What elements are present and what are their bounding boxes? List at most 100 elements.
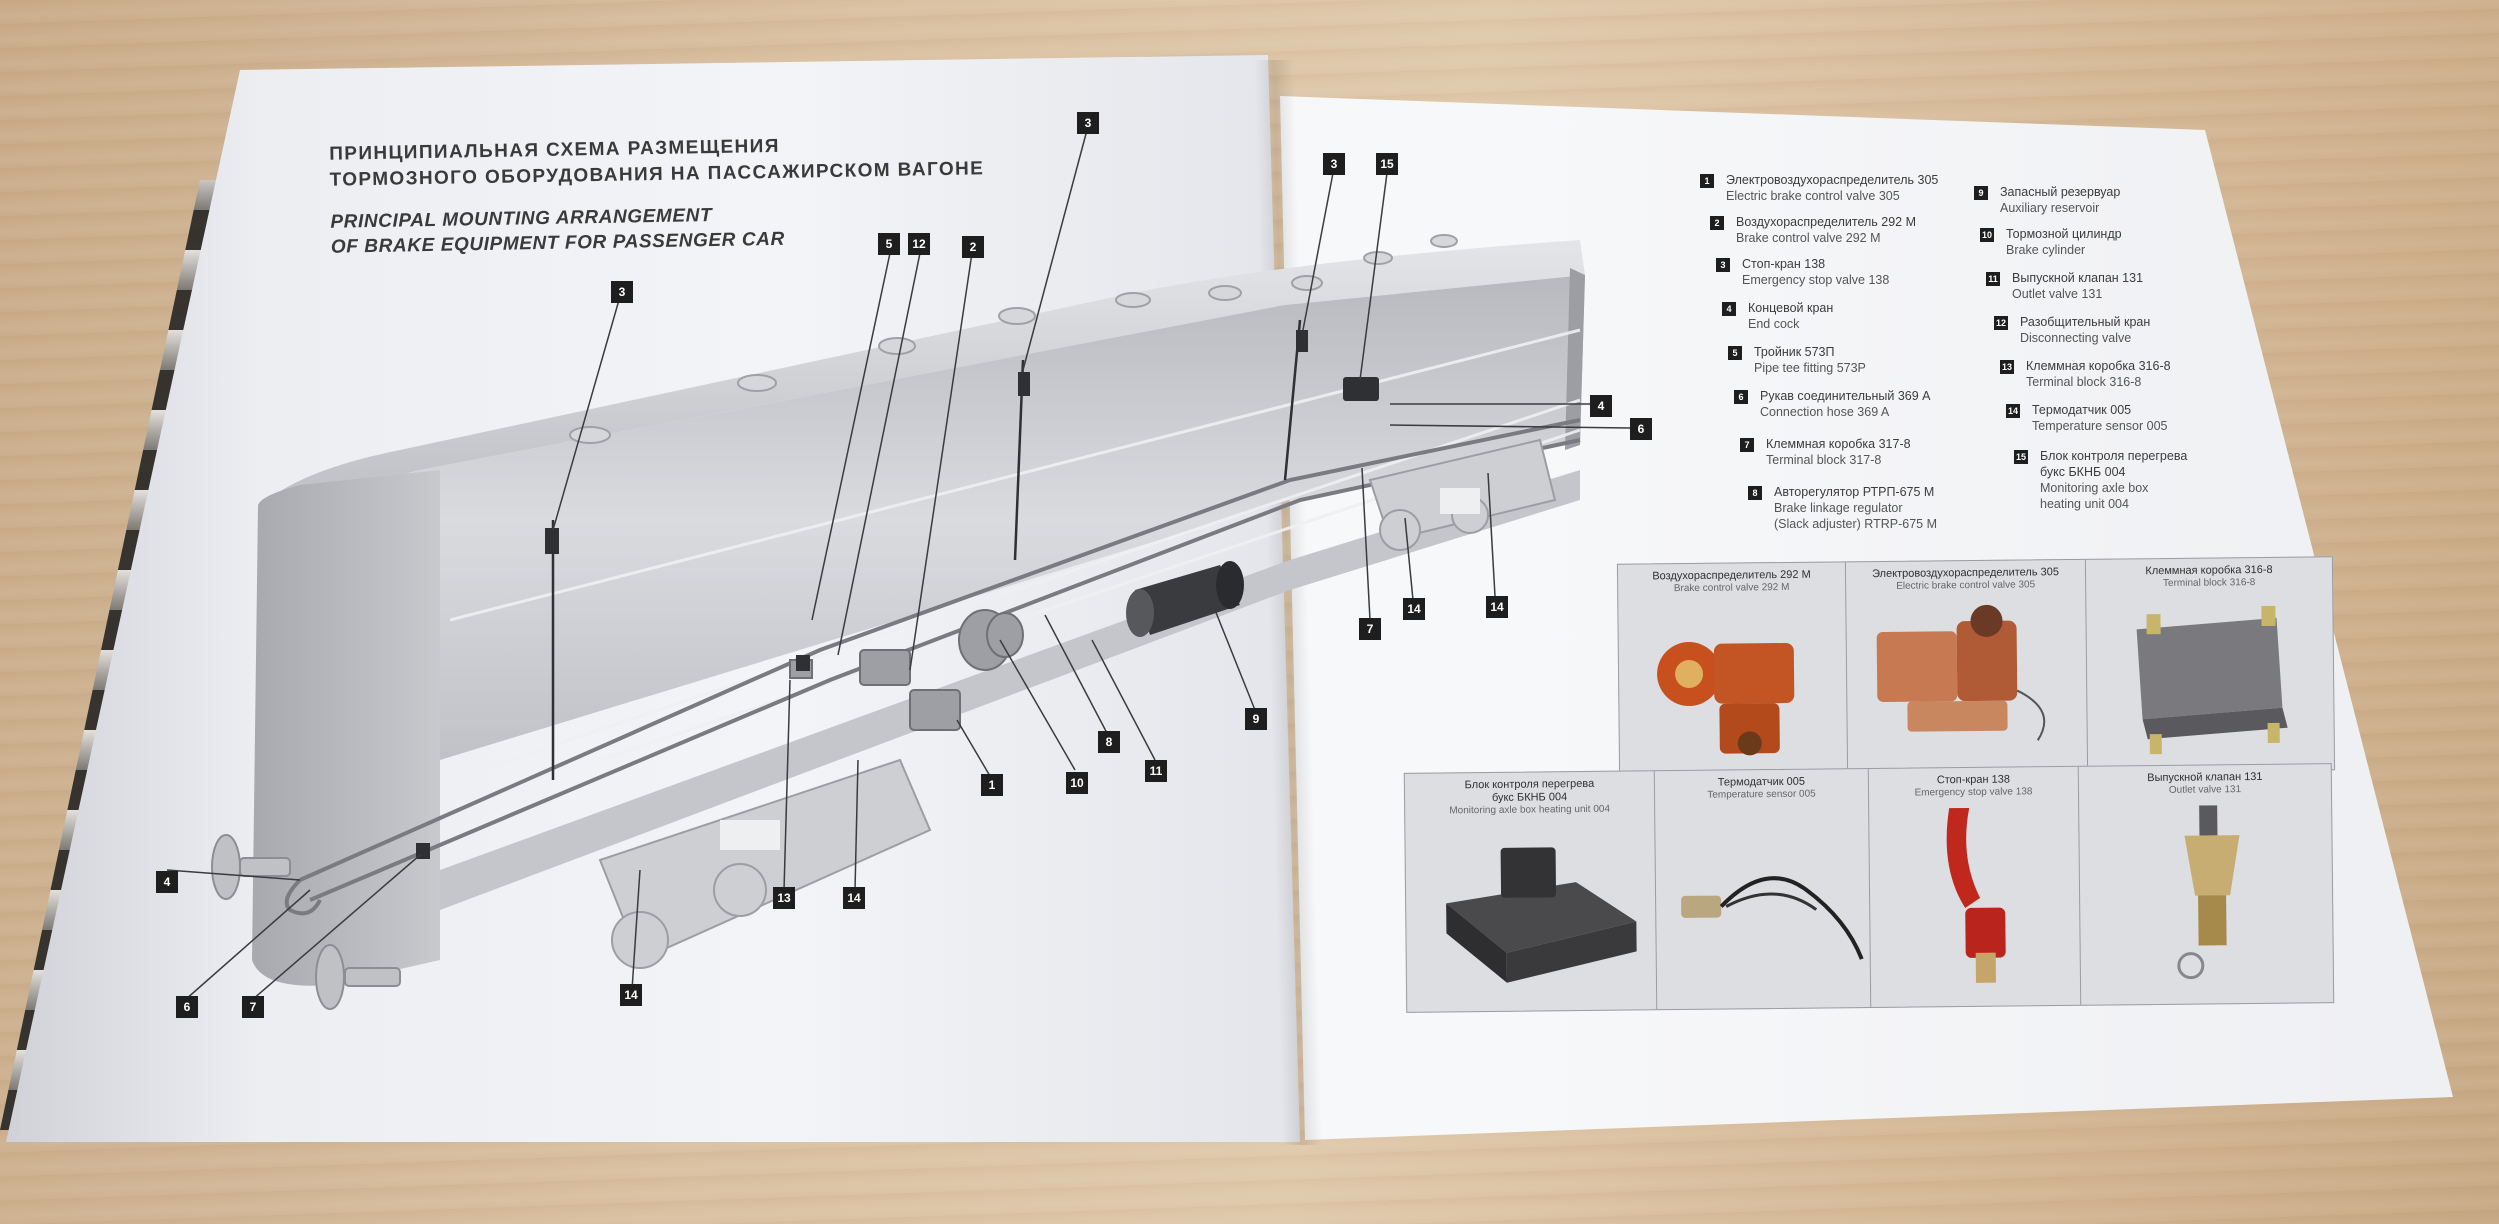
- legend-item: 15 Блок контроля перегрева букс БКНБ 004…: [2014, 448, 2274, 512]
- legend-en: Emergency stop valve 138: [1742, 273, 1890, 287]
- legend-number: 6: [1734, 390, 1748, 404]
- legend-item: 6 Рукав соединительный 369 А Connection h…: [1734, 388, 1994, 420]
- callout-marker-6b: 6: [176, 996, 198, 1018]
- legend-en: Disconnecting valve: [2020, 331, 2132, 345]
- legend-en: Connection hose 369 A: [1760, 405, 1890, 419]
- legend-en: Terminal block 316-8: [2026, 375, 2142, 389]
- outlet-valve-photo: [2177, 805, 2240, 980]
- legend-ru: Блок контроля перегрева букс БКНБ 004: [2040, 449, 2188, 479]
- callout-marker-3a: 3: [611, 281, 633, 303]
- electric-brake-valve-photo: [1876, 604, 2046, 741]
- callout-marker-1: 1: [981, 774, 1003, 796]
- callout-marker-14c: 14: [843, 887, 865, 909]
- legend-ru: Стоп-кран 138: [1742, 257, 1826, 271]
- legend-en: Pipe tee fitting 573P: [1754, 361, 1866, 375]
- car-underframe: [440, 470, 1580, 910]
- callout-marker-11: 11: [1145, 760, 1167, 782]
- photo-cell: Термодатчик 005 Temperature sensor 005: [1654, 768, 1872, 1010]
- photo-cell: Выпускной клапан 131 Outlet valve 131: [2079, 764, 2333, 1005]
- callout-marker-6a: 6: [1630, 418, 1652, 440]
- legend-ru: Запасный резервуар: [2000, 185, 2121, 199]
- callout-marker-3c: 3: [1323, 153, 1345, 175]
- callout-marker-14d: 14: [620, 984, 642, 1006]
- legend-number: 11: [1986, 272, 2000, 286]
- component-photos-row-2: Блок контроля перегрева букс БКНБ 004 Mo…: [1403, 763, 2335, 1013]
- callout-marker-14b: 14: [1486, 596, 1508, 618]
- auxiliary-reservoir-drawing: [1126, 561, 1244, 637]
- legend-en: Monitoring axle box heating unit 004: [2040, 481, 2149, 511]
- callout-marker-7a: 7: [1359, 618, 1381, 640]
- legend-en: Terminal block 317-8: [1766, 453, 1882, 467]
- callout-marker-15: 15: [1376, 153, 1398, 175]
- callout-marker-8: 8: [1098, 731, 1120, 753]
- car-roof: [262, 240, 1585, 540]
- callout-marker-7b: 7: [242, 996, 264, 1018]
- callout-marker-4a: 4: [1590, 395, 1612, 417]
- legend-number: 12: [1994, 316, 2008, 330]
- temperature-sensor-photo: [1681, 876, 1864, 960]
- legend-ru: Тормозной цилиндр: [2006, 227, 2122, 241]
- legend-item: 2 Воздухораспределитель 292 М Brake contr…: [1710, 214, 1970, 246]
- legend-number: 9: [1974, 186, 1988, 200]
- legend-ru: Авторегулятор РТРП-675 М: [1774, 485, 1935, 499]
- legend-number: 3: [1716, 258, 1730, 272]
- callout-marker-5: 5: [878, 233, 900, 255]
- car-end-face: [252, 470, 440, 986]
- legend-number: 10: [1980, 228, 1994, 242]
- legend-ru: Воздухораспределитель 292 М: [1736, 215, 1917, 229]
- callout-marker-13: 13: [773, 887, 795, 909]
- monitoring-unit-photo: [1446, 847, 1637, 983]
- callout-marker-14a: 14: [1403, 598, 1425, 620]
- photo-cell: Блок контроля перегрева букс БКНБ 004 Mo…: [1404, 771, 1658, 1012]
- legend-number: 1: [1700, 174, 1714, 188]
- component-photos-row-1: Воздухораспределитель 292 М Brake contro…: [1616, 556, 2336, 778]
- legend-ru: Разобщительный кран: [2020, 315, 2151, 329]
- legend-ru: Тройник 573П: [1754, 345, 1835, 359]
- legend-en: Outlet valve 131: [2012, 287, 2103, 301]
- legend-number: 15: [2014, 450, 2028, 464]
- legend-number: 13: [2000, 360, 2014, 374]
- legend-number: 2: [1710, 216, 1724, 230]
- legend-en: Auxiliary reservoir: [2000, 201, 2100, 215]
- legend-number: 4: [1722, 302, 1736, 316]
- car-body: [262, 275, 1585, 975]
- callout-marker-9: 9: [1245, 708, 1267, 730]
- legend-ru: Выпускной клапан 131: [2012, 271, 2144, 285]
- brake-control-valve-photo: [1657, 642, 1795, 756]
- legend-en: Brake cylinder: [2006, 243, 2086, 257]
- legend-ru: Электровоздухораспределитель 305: [1726, 173, 1939, 187]
- legend-number: 8: [1748, 486, 1762, 500]
- legend-ru: Термодатчик 005: [2032, 403, 2132, 417]
- callout-marker-12: 12: [908, 233, 930, 255]
- photo-cell: Клеммная коробка 316-8 Terminal block 31…: [2086, 557, 2334, 772]
- legend-number: 14: [2006, 404, 2020, 418]
- legend-en: Temperature sensor 005: [2032, 419, 2168, 433]
- legend-number: 7: [1740, 438, 1754, 452]
- legend-ru: Клеммная коробка 317-8: [1766, 437, 1911, 451]
- legend-ru: Рукав соединительный 369 А: [1760, 389, 1931, 403]
- photo-cell: Воздухораспределитель 292 М Brake contro…: [1617, 562, 1849, 777]
- callout-marker-3b: 3: [1077, 112, 1099, 134]
- legend-ru: Клеммная коробка 316-8: [2026, 359, 2171, 373]
- legend-en: Brake control valve 292 M: [1736, 231, 1881, 245]
- callout-marker-4b: 4: [156, 871, 178, 893]
- callout-marker-10: 10: [1066, 772, 1088, 794]
- photo-cell: Электровоздухораспределитель 305 Electri…: [1845, 559, 2089, 775]
- callout-marker-2: 2: [962, 236, 984, 258]
- terminal-block-photo: [2136, 605, 2288, 755]
- legend-ru: Концевой кран: [1748, 301, 1834, 315]
